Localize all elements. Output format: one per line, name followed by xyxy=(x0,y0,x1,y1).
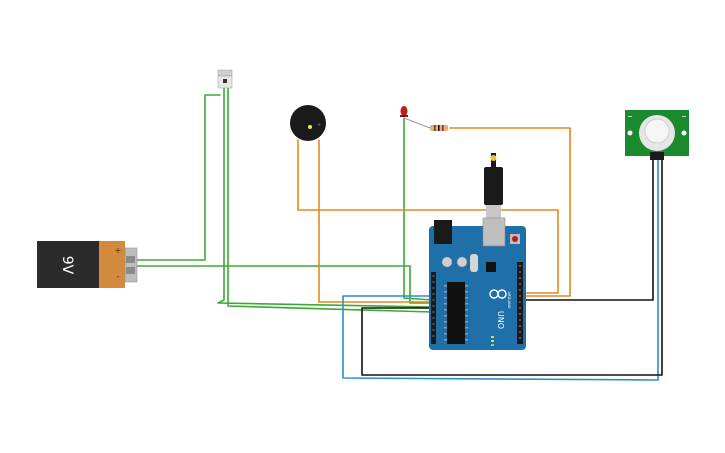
arduino-board xyxy=(429,226,526,350)
pir-silk-1 xyxy=(628,116,632,117)
arduino-atmega-chip xyxy=(447,282,465,344)
arduino-brand-label: ARDUINO xyxy=(507,292,511,309)
battery-minus-label: - xyxy=(117,272,120,281)
wire-orange-buzzer-left[interactable] xyxy=(297,139,559,294)
wire-green-led-to-arduino[interactable] xyxy=(403,117,433,301)
buzzer-plus-mark: + xyxy=(317,122,321,128)
arduino-capacitor-2 xyxy=(456,256,468,268)
arduino-chip-legs xyxy=(444,285,468,341)
wire-green-regulator-to-battery[interactable] xyxy=(136,94,221,261)
led-base xyxy=(400,115,408,117)
arduino-uno[interactable]: UNO ARDUINO xyxy=(429,217,526,350)
battery-body xyxy=(37,241,99,288)
piezo-buzzer[interactable]: + xyxy=(290,105,326,141)
led-red[interactable] xyxy=(400,106,408,117)
battery-terminal-negative[interactable] xyxy=(126,267,135,274)
wire-black-pir-gnd[interactable] xyxy=(361,159,663,376)
arduino-crystal xyxy=(470,254,478,272)
resistor-band-3 xyxy=(442,125,444,131)
arduino-left-pins xyxy=(432,275,435,337)
wire-blue-pir-to-arduino[interactable] xyxy=(342,159,659,381)
resistor-lead-left xyxy=(403,117,431,129)
arduino-led-rx xyxy=(491,340,494,342)
pir-pot-right xyxy=(681,130,687,136)
battery-9v[interactable]: 9V + - xyxy=(37,241,138,288)
arduino-model-label: UNO xyxy=(496,311,505,329)
arduino-usb-port[interactable] xyxy=(482,217,506,247)
wire-orange-buzzer-right[interactable] xyxy=(318,139,433,303)
pir-sensor[interactable] xyxy=(625,110,689,160)
resistor-band-1 xyxy=(434,125,436,131)
wire-black-pir-out[interactable] xyxy=(515,159,654,301)
battery-terminal-block xyxy=(124,247,138,283)
resistor[interactable] xyxy=(403,117,448,131)
regulator-hole xyxy=(223,79,227,83)
arduino-logo xyxy=(489,289,507,299)
pir-pot-left xyxy=(627,130,633,136)
arduino-reset-cap[interactable] xyxy=(512,236,518,242)
usb-cable[interactable] xyxy=(484,153,503,219)
battery-voltage-label: 9V xyxy=(59,256,75,275)
wire-green-regulator-to-arduino-b[interactable] xyxy=(227,87,433,313)
wire-green-regulator-to-arduino-a[interactable] xyxy=(217,87,431,308)
wires xyxy=(136,87,663,381)
usb-cable-plug xyxy=(486,205,501,219)
voltage-regulator[interactable] xyxy=(217,69,233,89)
arduino-usb-chip xyxy=(486,262,496,272)
battery-copper-cap xyxy=(99,241,125,288)
battery-terminal-positive[interactable] xyxy=(126,256,135,263)
arduino-capacitor-1 xyxy=(441,256,453,268)
resistor-band-2 xyxy=(438,125,440,131)
usb-cable-head xyxy=(484,167,503,205)
arduino-dc-jack[interactable] xyxy=(434,220,452,244)
buzzer-body xyxy=(290,105,326,141)
pir-header xyxy=(650,152,664,160)
arduino-led-on xyxy=(491,344,494,346)
pir-silk-2 xyxy=(682,116,686,117)
regulator-tab xyxy=(217,69,233,77)
wire-orange-resistor-to-arduino[interactable] xyxy=(449,127,571,297)
led-body xyxy=(400,106,408,116)
usb-cable-tip xyxy=(490,155,497,161)
arduino-power-analog-header[interactable] xyxy=(431,272,436,344)
battery-plus-label: + xyxy=(115,246,122,255)
wire-green-battery-to-arduino[interactable] xyxy=(136,265,433,304)
pir-lens xyxy=(644,118,670,144)
arduino-right-pins xyxy=(519,265,521,339)
buzzer-center-dot xyxy=(308,125,312,129)
arduino-led-tx xyxy=(491,336,494,338)
